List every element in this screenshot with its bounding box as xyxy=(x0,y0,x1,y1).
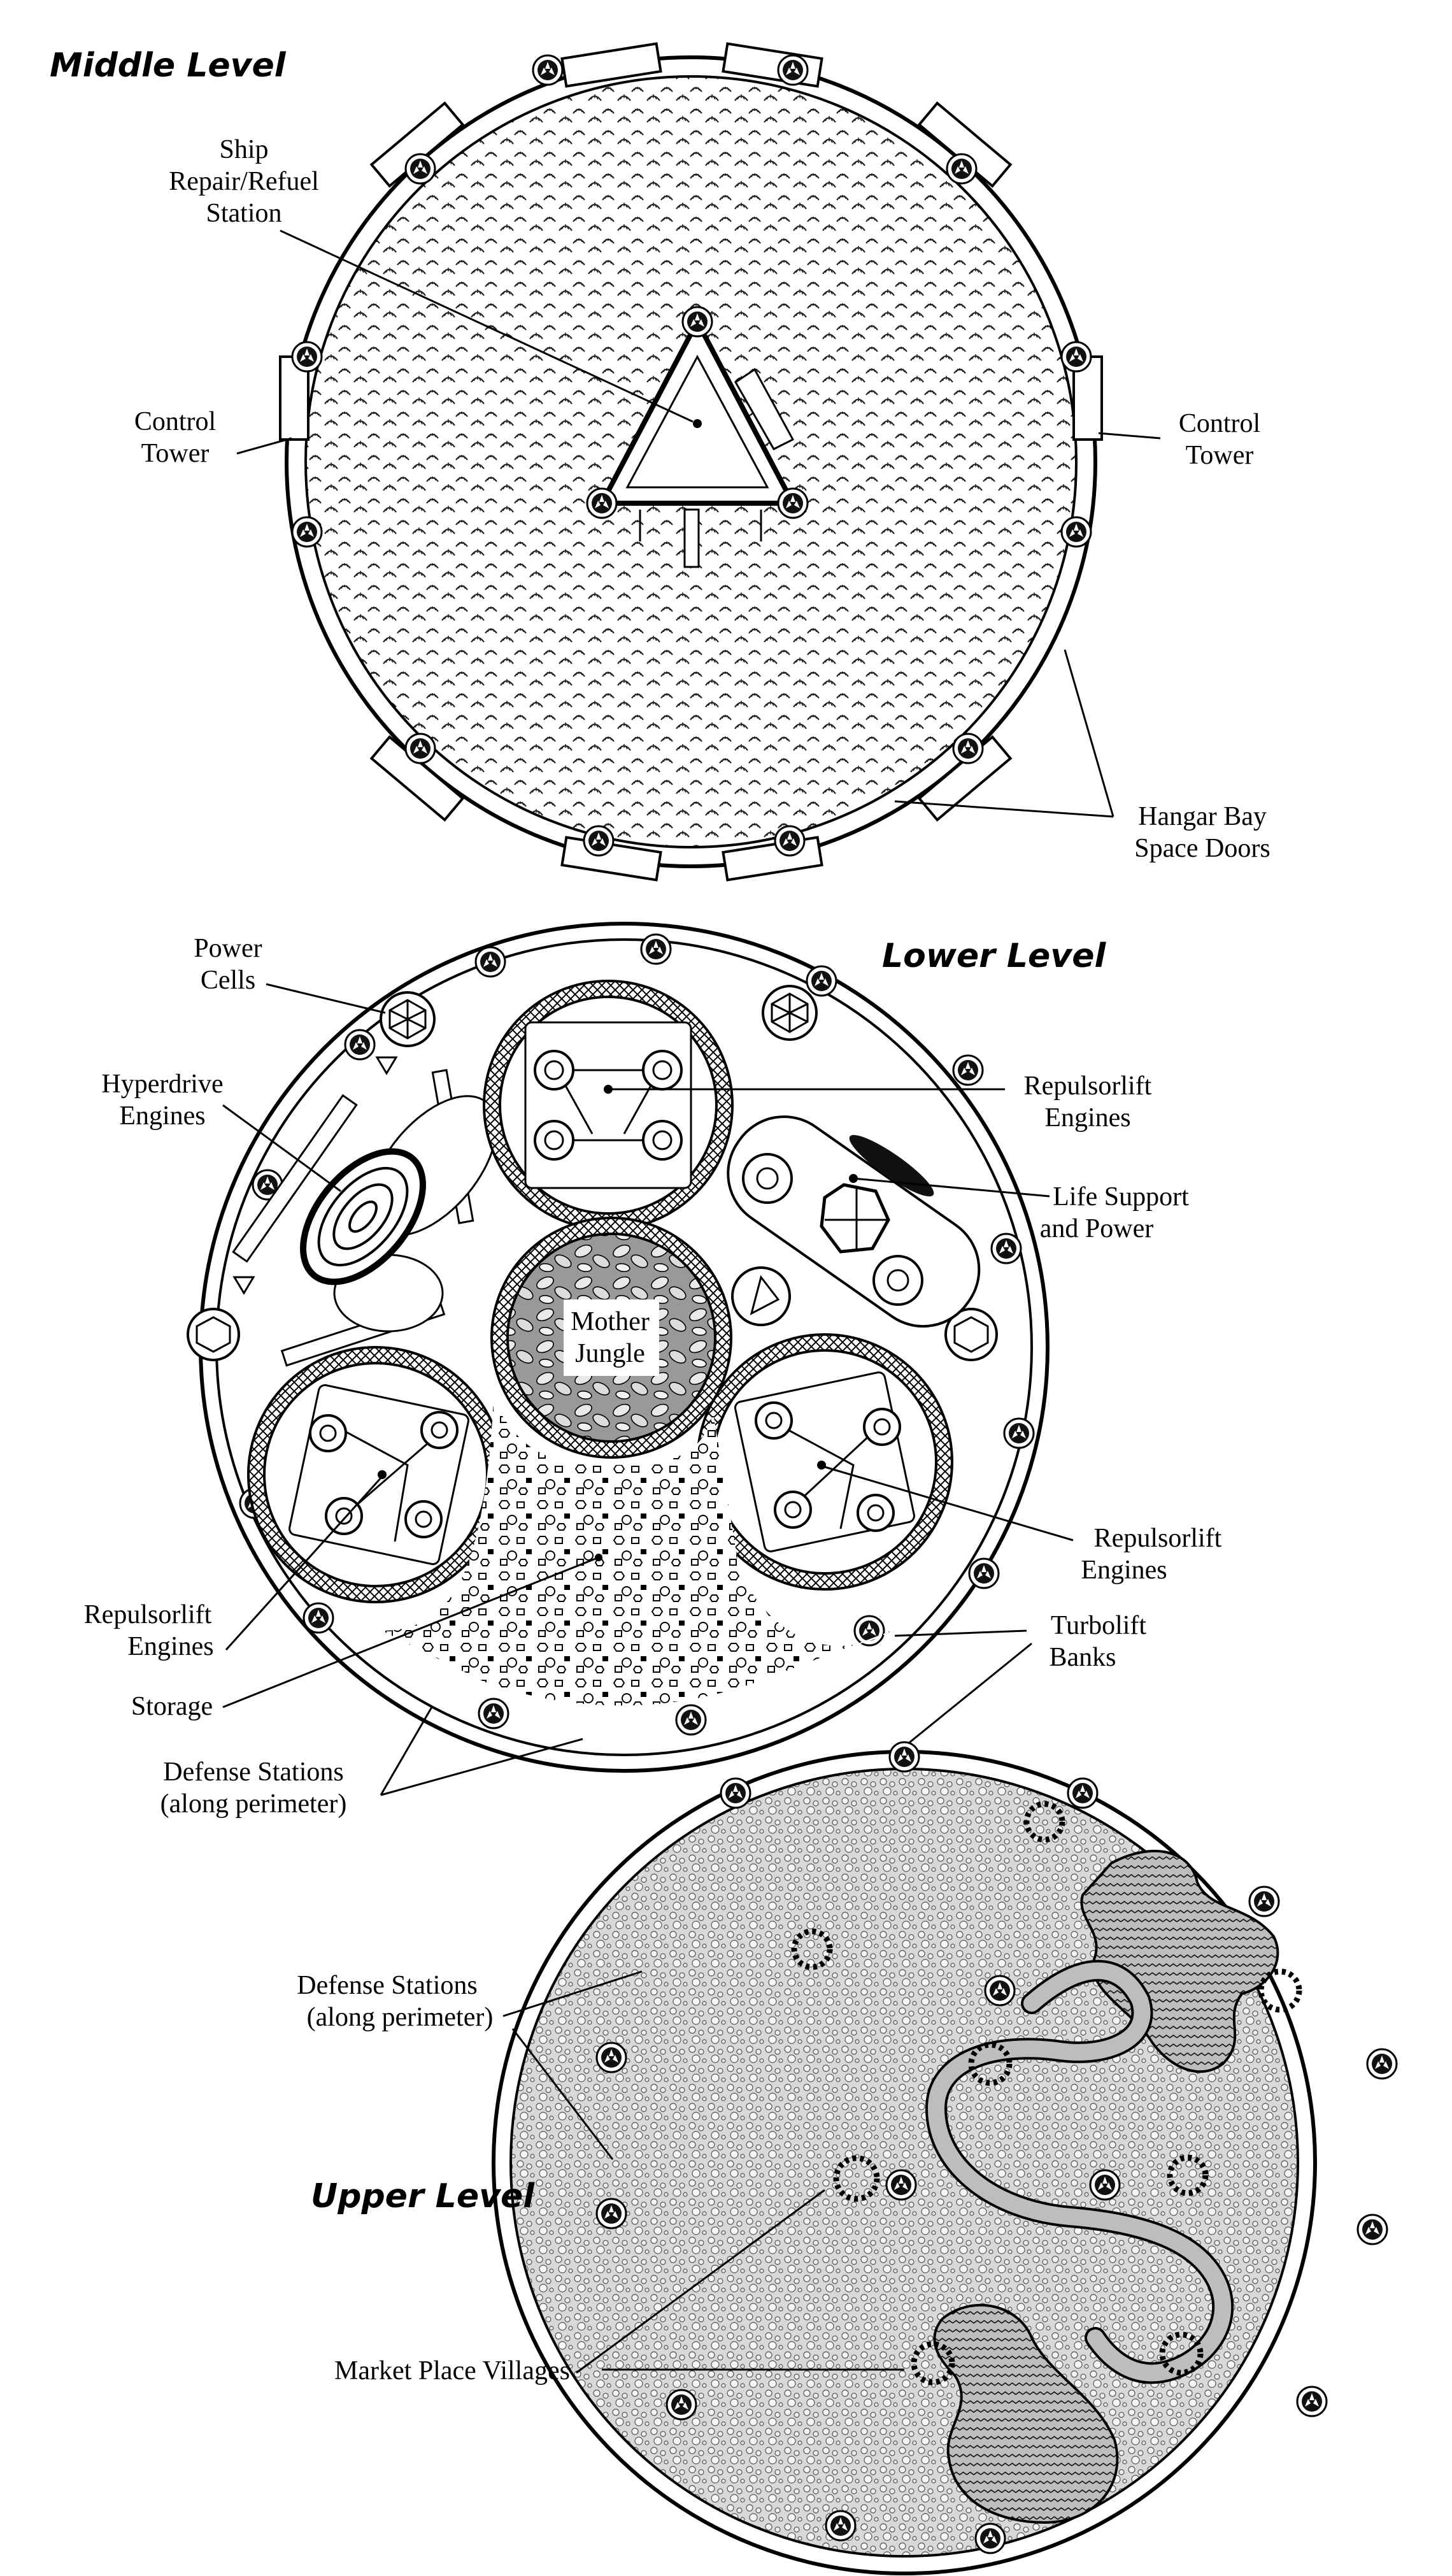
life-support-label-1: Life Support xyxy=(1053,1182,1189,1212)
power-cells-label-2: Cells xyxy=(201,966,255,995)
repulsor-right-leader xyxy=(822,1465,1074,1542)
power-cell-4 xyxy=(944,1308,998,1361)
upper-level-disc xyxy=(492,1741,1398,2575)
life-support-leader xyxy=(853,1177,1050,1198)
repulsor-right-label-1: Repulsorlift xyxy=(1094,1524,1222,1553)
life-support-module xyxy=(727,1115,981,1328)
control-tower-right-label-1: Control xyxy=(1179,409,1260,438)
hyperdrive-label-1: Hyperdrive xyxy=(101,1070,223,1099)
repair-station-label-3: Station xyxy=(206,199,281,228)
turbolift-label-2: Banks xyxy=(1050,1643,1116,1672)
repulsor-engines-left xyxy=(247,1346,504,1603)
control-tower-right-label-2: Tower xyxy=(1186,441,1254,470)
power-cell-2 xyxy=(762,985,818,1041)
lower-level-disc xyxy=(187,922,1050,1773)
defense-lower-leader-2 xyxy=(380,1738,583,1796)
mother-jungle xyxy=(490,1217,732,1459)
turbolift-label-1: Turbolift xyxy=(1051,1611,1146,1640)
control-tower-right-leader xyxy=(1098,432,1161,440)
middle-level-title: Middle Level xyxy=(50,47,287,85)
repulsor-left-label-1: Repulsorlift xyxy=(84,1600,212,1629)
market-villages-label: Market Place Villages xyxy=(334,2356,570,2386)
defense-upper-label-1: Defense Stations xyxy=(297,1971,477,2000)
repulsor-engines-right xyxy=(696,1333,953,1591)
defense-upper-label-2: (along perimeter) xyxy=(307,2003,494,2032)
lower-level-title: Lower Level xyxy=(882,937,1106,975)
repulsor-top-label-1: Repulsorlift xyxy=(1024,1071,1152,1101)
control-tower-left-label-2: Tower xyxy=(141,439,210,468)
hyperdrive-leader xyxy=(222,1104,341,1192)
defense-upper-leader-1 xyxy=(502,1970,643,2017)
market-leader-1 xyxy=(576,2189,825,2374)
lake-south xyxy=(933,2303,1119,2524)
life-support-label-2: and Power xyxy=(1040,1214,1153,1243)
hangar-bay-label-2: Space Doors xyxy=(1134,834,1270,863)
repair-leader xyxy=(280,229,694,423)
hyperdrive-label-2: Engines xyxy=(119,1101,205,1131)
storage-label: Storage xyxy=(131,1692,213,1721)
mother-jungle-label-1: Mother xyxy=(571,1307,650,1336)
defense-lower-leader-1 xyxy=(380,1707,433,1796)
defense-lower-label-1: Defense Stations xyxy=(163,1757,343,1787)
repair-station xyxy=(586,306,809,568)
repulsor-left-leader xyxy=(225,1475,383,1651)
repair-station-label-1: Ship xyxy=(219,135,268,164)
control-tower-left-leader xyxy=(236,437,292,455)
repulsor-left-label-2: Engines xyxy=(127,1632,213,1661)
middle-level-disc xyxy=(279,42,1103,882)
repair-station-label-2: Repair/Refuel xyxy=(169,167,319,196)
repulsor-right-label-2: Engines xyxy=(1081,1556,1167,1585)
repulsor-engines-top xyxy=(483,980,734,1231)
power-cell-3 xyxy=(187,1308,240,1361)
turbolift-leader-1 xyxy=(894,1629,1027,1637)
hyperdrive-engines xyxy=(232,1056,497,1367)
hangar-leader-2 xyxy=(894,800,1114,818)
turbolift-leader-2 xyxy=(904,1642,1032,1748)
defense-upper-leader-2 xyxy=(511,2028,614,2160)
power-cell-1 xyxy=(380,991,436,1047)
control-tower-left-label-1: Control xyxy=(134,407,216,436)
power-cells-leader xyxy=(266,983,386,1014)
hangar-bay-label-1: Hangar Bay xyxy=(1138,802,1267,831)
village-clusters xyxy=(791,1801,1302,2386)
mother-jungle-label-2: Jungle xyxy=(575,1339,645,1368)
defense-lower-label-2: (along perimeter) xyxy=(160,1789,347,1819)
repulsor-top-label-2: Engines xyxy=(1044,1103,1130,1133)
hangar-leader-1 xyxy=(1064,649,1114,817)
storage-leader xyxy=(222,1556,599,1708)
upper-level-title: Upper Level xyxy=(311,2177,535,2215)
power-cells-label-1: Power xyxy=(194,934,262,963)
